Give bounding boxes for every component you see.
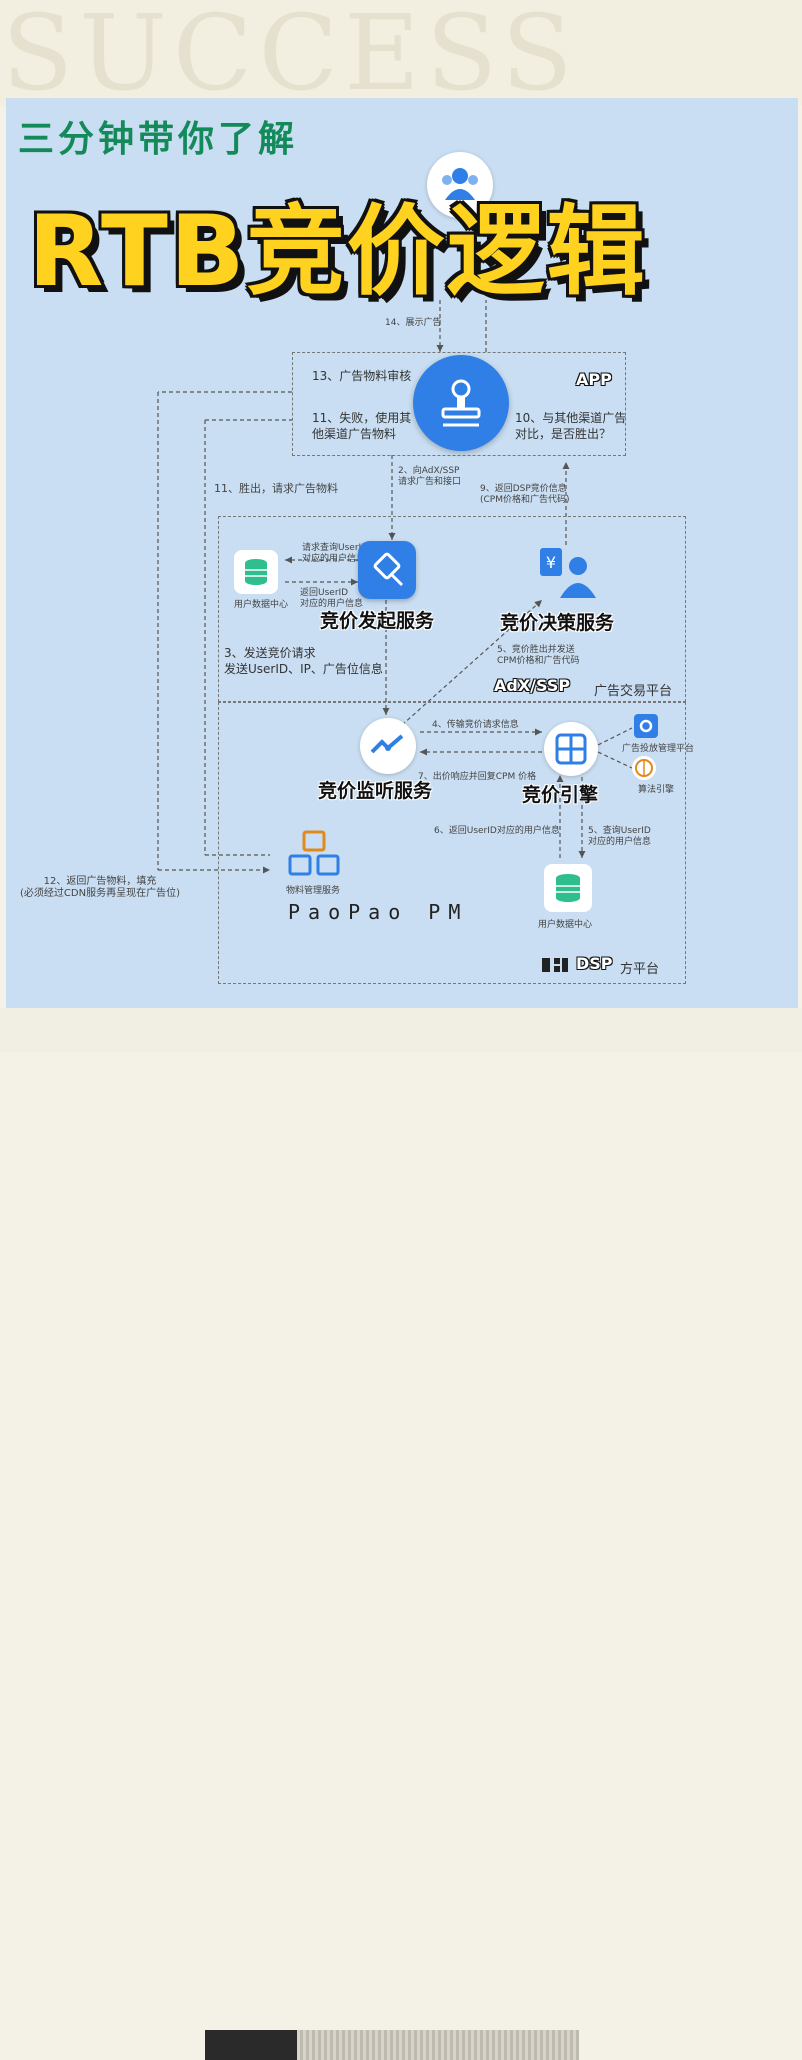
bid-init-icon: [358, 541, 416, 599]
dsp-region: [218, 702, 686, 984]
step2-label: 2、向AdX/SSP 请求广告和接口: [398, 466, 462, 487]
adx-user-data-label: 用户数据中心: [234, 600, 289, 610]
app-region: [292, 352, 626, 456]
bid-init-label: 竞价发起服务: [320, 610, 435, 632]
browse-ad-partial-label: 览广告: [515, 288, 543, 298]
step11-fail-label: 11、失败，使用其 他渠道广告物料: [312, 411, 412, 442]
step4-label: 4、传输竞价请求信息: [432, 720, 519, 730]
dsp-logo-icon: [540, 954, 570, 976]
adx-platform-suffix: 广告交易平台: [594, 684, 673, 699]
dsp-platform-suffix: 方平台: [620, 962, 660, 977]
material-service-icon: [286, 830, 344, 880]
step10-label: 10、与其他渠道广告 对比，是否胜出？: [515, 411, 627, 442]
step9-label: 9、返回DSP竞价信息 (CPM价格和广告代码): [480, 484, 570, 505]
success-watermark: SUCCESS: [2, 0, 579, 105]
step5-label: 5、竞价胜出并发送 CPM价格和广告代码: [497, 645, 580, 666]
step6-label: 6、返回UserID对应的用户信息: [434, 826, 560, 836]
subtitle: 三分钟带你了解: [18, 119, 299, 160]
bid-listen-icon: [360, 718, 416, 774]
ad-manage-label: 广告投放管理平台: [622, 744, 695, 754]
bid-engine-label: 竞价引擎: [522, 784, 599, 806]
bid-engine-icon: [544, 722, 598, 776]
step3-label: 3、发送竞价请求 发送UserID、IP、广告位信息: [224, 646, 383, 677]
step7-label: 7、出价响应并回复CPM 价格: [418, 772, 537, 782]
gear-icon: [634, 714, 658, 738]
material-service-label: 物料管理服务: [286, 886, 341, 896]
dsp-user-data-label: 用户数据中心: [538, 920, 593, 930]
step11-win-label: 11、胜出，请求广告物料: [214, 482, 338, 495]
top-band: SUCCESS: [0, 0, 802, 105]
algo-engine-label: 算法引擎: [638, 785, 675, 795]
query-userid-label: 请求查询UserID 对应的用户信息: [302, 543, 369, 564]
bottom-strip: [297, 2030, 579, 2060]
adx-platform-label: AdX/SSP: [494, 676, 571, 695]
app-platform-label: APP: [576, 370, 612, 389]
return-userid-label: 返回UserID 对应的用户信息: [300, 588, 364, 609]
paopao-pm-watermark: PaoPao PM: [288, 900, 469, 924]
adx-ssp-region: [218, 516, 686, 702]
bottom-dark-block: [205, 2030, 297, 2060]
step12-label: 12、返回广告物料，填充 (必须经过CDN服务再呈现在广告位): [20, 876, 180, 899]
step13-label: 13、广告物料审核: [312, 369, 412, 383]
brain-icon: [632, 756, 656, 780]
bid-listen-label: 竞价监听服务: [318, 780, 433, 802]
svg-text:¥: ¥: [546, 553, 556, 572]
bid-decision-label: 竞价决策服务: [500, 612, 615, 634]
bid-decision-icon: ¥: [538, 546, 598, 602]
dsp-platform-label: DSP: [576, 954, 613, 973]
flow-lines: [157, 300, 633, 874]
dsp-database-icon: [544, 864, 592, 912]
step14-label: 14、展示广告: [385, 318, 442, 328]
step5b-label: 5、查询UserID 对应的用户信息: [588, 826, 652, 847]
database-icon: [234, 550, 278, 594]
users-icon: [427, 152, 493, 218]
page-title: RTB竞价逻辑: [28, 195, 647, 309]
stamp-audit-icon: [413, 355, 509, 451]
